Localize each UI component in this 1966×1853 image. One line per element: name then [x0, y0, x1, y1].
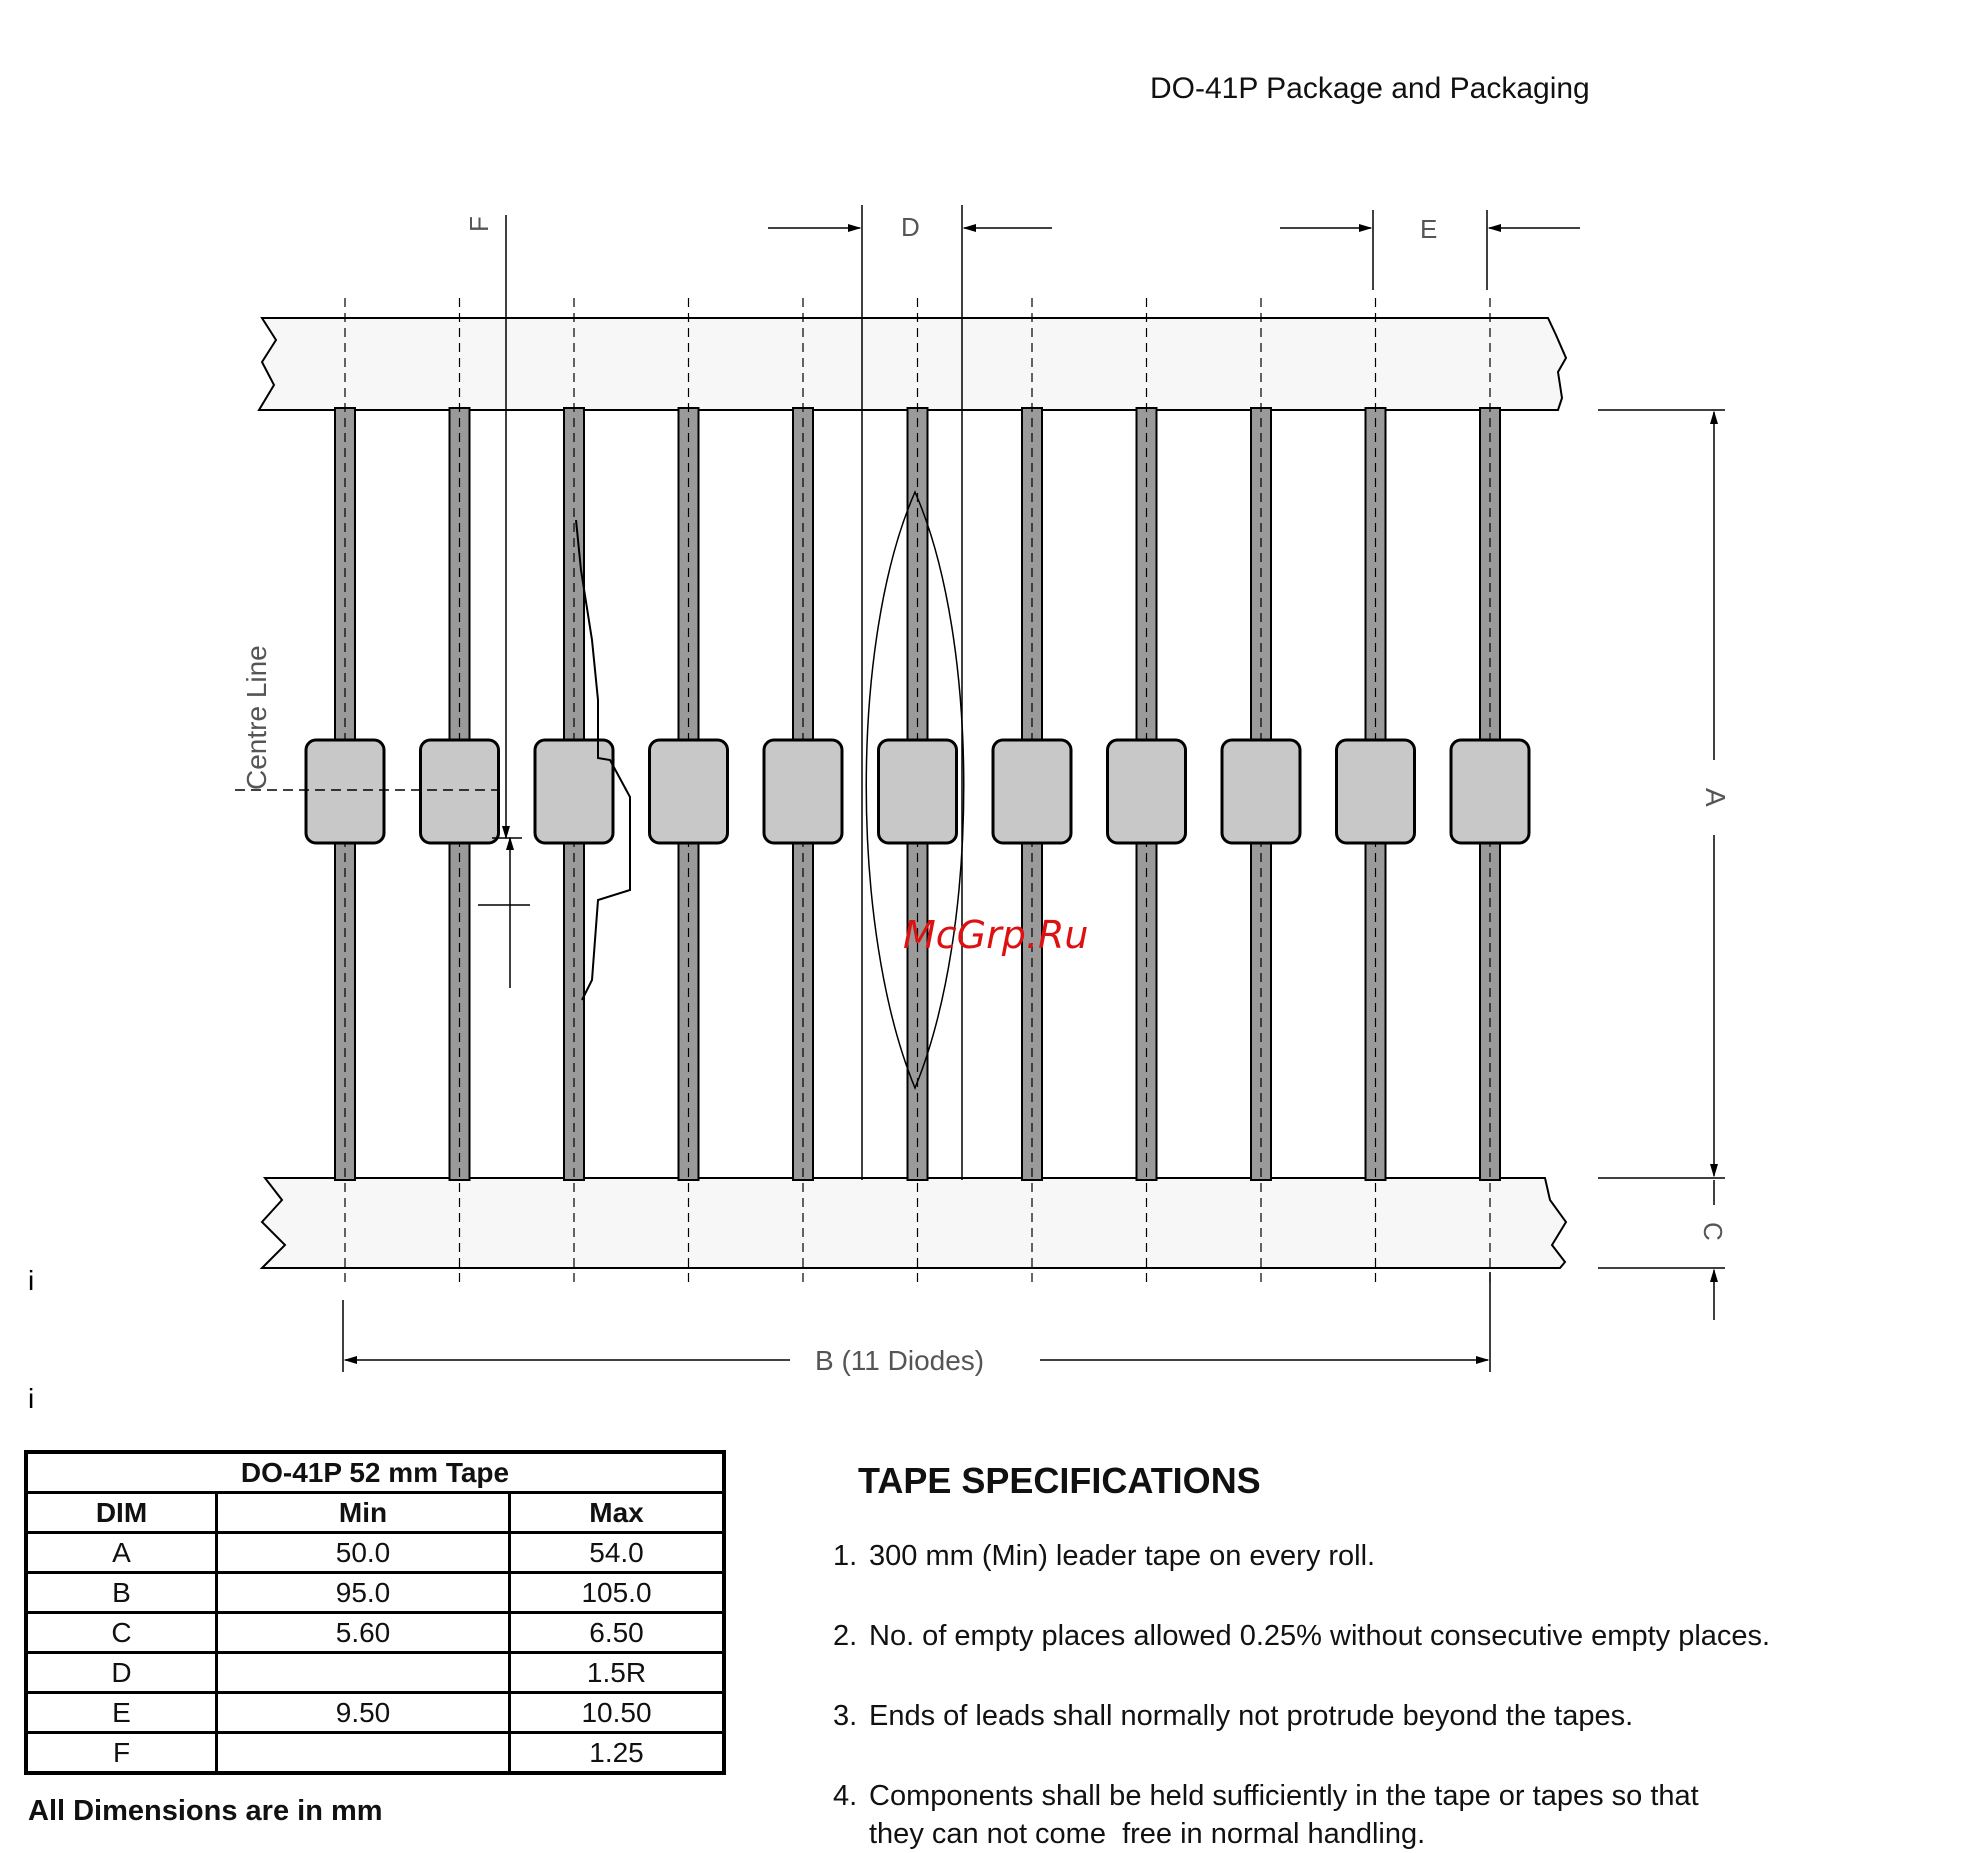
cell-dim: F	[24, 1731, 218, 1775]
cell-min	[215, 1731, 511, 1775]
col-header-dim: DIM	[24, 1491, 218, 1534]
diode-body	[1335, 738, 1416, 845]
cell-min: 50.0	[215, 1531, 511, 1574]
spec-title: TAPE SPECIFICATIONS	[858, 1460, 1261, 1501]
table-row: A 50.0 54.0	[24, 1531, 726, 1574]
cell-min	[215, 1651, 511, 1694]
spec-number: 4.	[833, 1780, 858, 1812]
spec-item: 4. Components shall be held sufficiently …	[833, 1777, 1943, 1853]
cell-max: 1.5R	[508, 1651, 726, 1694]
spec-item: 3. Ends of leads shall normally not protr…	[833, 1697, 1943, 1735]
dim-F-label: F	[464, 216, 494, 232]
table-row: E 9.50 10.50	[24, 1691, 726, 1734]
col-header-min: Min	[215, 1491, 511, 1534]
dimensions-note: All Dimensions are in mm	[28, 1795, 383, 1827]
cell-dim: D	[24, 1651, 218, 1694]
diode-body	[1106, 738, 1187, 845]
spec-number: 3.	[833, 1700, 858, 1732]
cell-max: 6.50	[508, 1611, 726, 1654]
cell-max: 54.0	[508, 1531, 726, 1574]
table-row: D 1.5R	[24, 1651, 726, 1694]
diode-body	[877, 738, 958, 845]
diode-body	[1449, 738, 1531, 845]
diode-body	[991, 738, 1073, 845]
page-title: DO-41P Package and Packaging	[1150, 72, 1590, 105]
cell-max: 10.50	[508, 1691, 726, 1734]
diode-body	[419, 738, 500, 845]
lower-tape	[259, 1177, 1568, 1269]
tapes	[257, 317, 1568, 1269]
diode-body	[648, 738, 729, 845]
dim-D-label: D	[901, 212, 920, 242]
dim-A-label: A	[1700, 788, 1731, 807]
diode-bodies	[304, 738, 1531, 845]
centre-line-label: Centre Line	[241, 645, 272, 790]
spec-text: 300 mm (Min) leader tape on every roll.	[869, 1540, 1376, 1572]
spec-number: 2.	[833, 1620, 858, 1652]
col-header-max: Max	[508, 1491, 726, 1534]
cell-max: 105.0	[508, 1571, 726, 1614]
lead-bend-sketch	[575, 519, 631, 1001]
cell-min: 95.0	[215, 1571, 511, 1614]
cell-dim: C	[24, 1611, 218, 1654]
cell-min: 5.60	[215, 1611, 511, 1654]
upper-tape	[257, 317, 1568, 411]
table-row: B 95.0 105.0	[24, 1571, 726, 1614]
diode-body	[1220, 738, 1302, 845]
dim-B-label: B (11 Diodes)	[815, 1345, 984, 1376]
spec-text: No. of empty places allowed 0.25% withou…	[869, 1620, 1771, 1652]
cell-dim: A	[24, 1531, 218, 1574]
dimension-table: DO-41P 52 mm Tape DIM Min Max A 50.0 54.…	[24, 1450, 726, 1775]
lead-bow-outline	[865, 490, 965, 1090]
diode-body	[304, 738, 386, 845]
spec-text-continued: they can not come free in normal handlin…	[869, 1818, 1426, 1850]
spec-text: Ends of leads shall normally not protrud…	[869, 1700, 1634, 1732]
spec-item: 1. 300 mm (Min) leader tape on every roll…	[833, 1537, 1943, 1575]
diode-body	[762, 738, 844, 845]
diode-body	[533, 738, 615, 845]
table-row: F 1.25	[24, 1731, 726, 1775]
dim-E-label: E	[1420, 214, 1437, 244]
watermark: McGrp.Ru	[903, 913, 1088, 957]
cell-min: 9.50	[215, 1691, 511, 1734]
table-title: DO-41P 52 mm Tape	[24, 1450, 726, 1494]
spec-number: 1.	[833, 1540, 858, 1572]
spec-text: Components shall be held sufficiently in…	[869, 1780, 1699, 1812]
dim-C-label: C	[1698, 1222, 1728, 1241]
table-row: C 5.60 6.50	[24, 1611, 726, 1654]
stray-mark: i	[28, 1265, 34, 1296]
cell-max: 1.25	[508, 1731, 726, 1775]
cell-dim: B	[24, 1571, 218, 1614]
spec-item: 2. No. of empty places allowed 0.25% with…	[833, 1617, 1943, 1655]
tape-drawing: Centre Line F D E A C B (11 Diodes) McGr…	[28, 205, 1731, 1414]
stray-mark: i	[28, 1383, 34, 1414]
cell-dim: E	[24, 1691, 218, 1734]
